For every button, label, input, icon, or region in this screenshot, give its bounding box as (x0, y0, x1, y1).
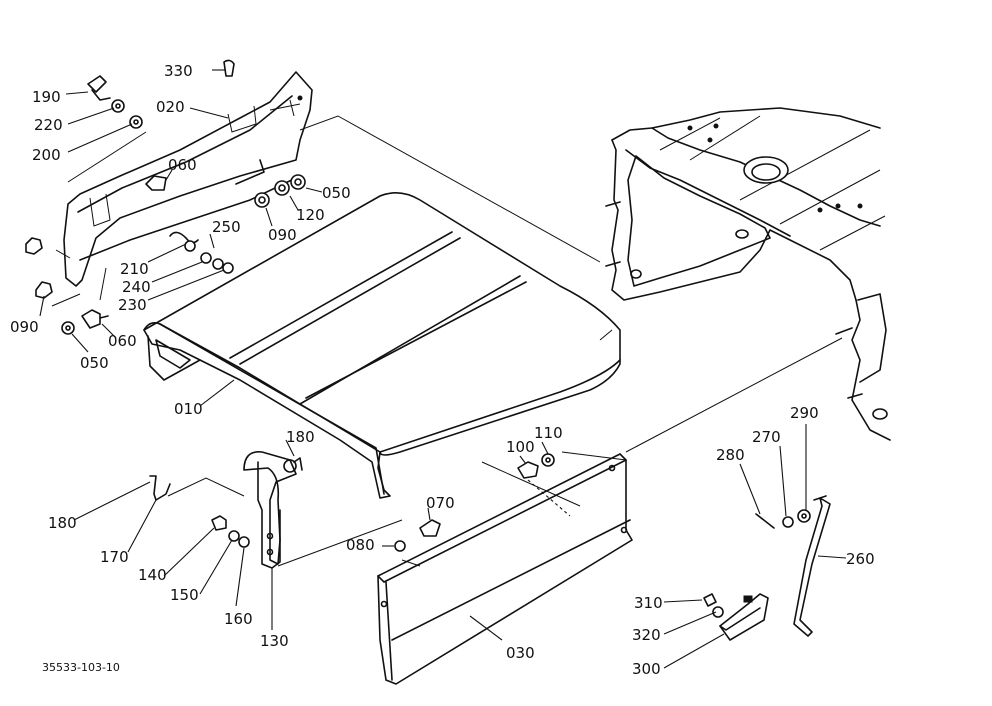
callout-240: 240 (122, 278, 151, 296)
callout-280: 280 (716, 446, 745, 464)
left-bracket-020 (63, 71, 313, 287)
callout-110: 110 (534, 424, 563, 442)
callout-170: 170 (100, 548, 129, 566)
callout-320: 320 (632, 626, 661, 644)
callout-180-right: 180 (286, 428, 315, 446)
callout-060-lower: 060 (108, 332, 137, 350)
rod-260 (793, 495, 831, 637)
callout-220: 220 (34, 116, 63, 134)
callout-300: 300 (632, 660, 661, 678)
callout-090-upper: 090 (268, 226, 297, 244)
callout-080: 080 (346, 536, 375, 554)
hood-010 (143, 192, 621, 499)
callout-140: 140 (138, 566, 167, 584)
callout-060-upper: 060 (168, 156, 197, 174)
callout-020: 020 (156, 98, 185, 116)
callout-210: 210 (120, 260, 149, 278)
hinge-130 (243, 451, 297, 569)
callout-150: 150 (170, 586, 199, 604)
callout-050-upper: 050 (322, 184, 351, 202)
callout-190: 190 (32, 88, 61, 106)
callout-030: 030 (506, 644, 535, 662)
callout-200: 200 (32, 146, 61, 164)
callout-160: 160 (224, 610, 253, 628)
engine-frame (605, 107, 891, 441)
callout-120: 120 (296, 206, 325, 224)
reference-number: 35533-103-10 (42, 661, 120, 674)
callout-330: 330 (164, 62, 193, 80)
hardware-parts (25, 59, 811, 618)
callout-270: 270 (752, 428, 781, 446)
callout-labels: 330 190 020 220 200 060 050 120 090 250 … (10, 62, 875, 678)
callout-260: 260 (846, 550, 875, 568)
callout-050-lower: 050 (80, 354, 109, 372)
bracket-300 (719, 593, 769, 641)
callout-100: 100 (506, 438, 535, 456)
callout-090-lower: 090 (10, 318, 39, 336)
callout-230: 230 (118, 296, 147, 314)
lower-panel-030 (377, 453, 633, 685)
callout-070: 070 (426, 494, 455, 512)
callout-290: 290 (790, 404, 819, 422)
callout-010: 010 (174, 400, 203, 418)
callout-130: 130 (260, 632, 289, 650)
callout-310: 310 (634, 594, 663, 612)
leader-lines (39, 69, 847, 669)
callout-250: 250 (212, 218, 241, 236)
callout-180-left: 180 (48, 514, 77, 532)
